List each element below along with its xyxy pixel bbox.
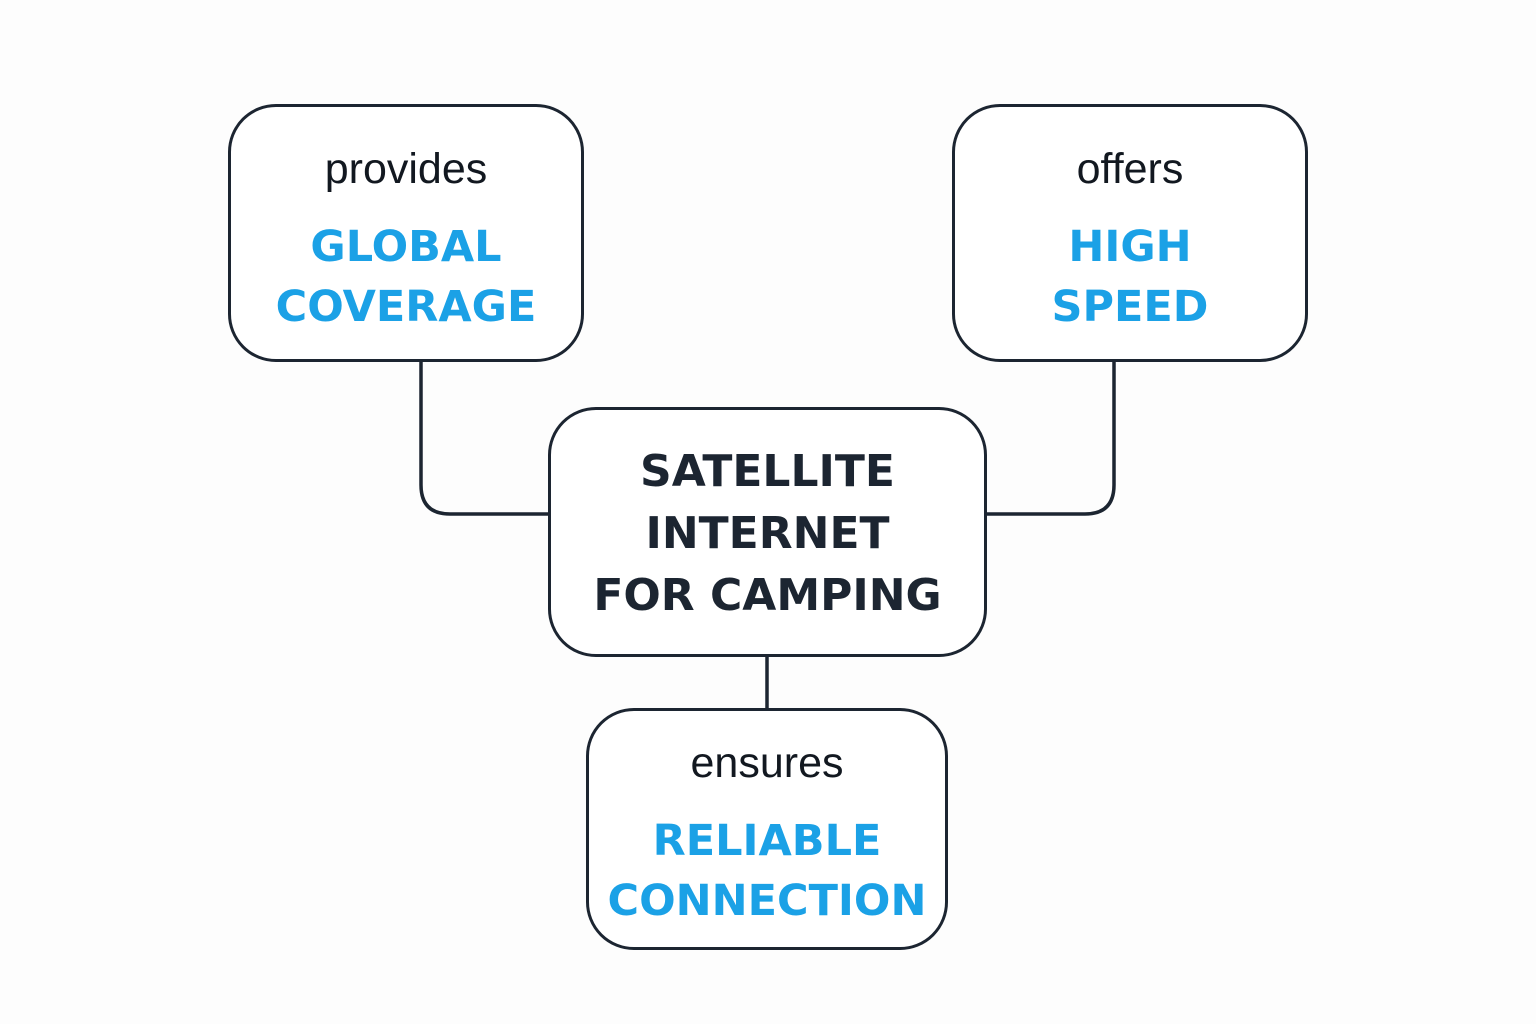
central-topic-label: SATELLITE INTERNET FOR CAMPING — [593, 446, 942, 621]
reliable-connection-label: RELIABLE CONNECTION — [607, 816, 927, 926]
global-coverage-verb: provides — [324, 145, 488, 193]
global-coverage-label: GLOBAL COVERAGE — [275, 222, 537, 332]
connector-global-coverage — [419, 362, 549, 516]
reliable-connection-verb: ensures — [690, 739, 844, 787]
high-speed-label: HIGH SPEED — [1051, 222, 1209, 332]
connector-high-speed — [986, 362, 1116, 516]
reliable-connection-node: ensures RELIABLE CONNECTION — [586, 708, 948, 950]
high-speed-node: offers HIGH SPEED — [952, 104, 1308, 362]
global-coverage-node: provides GLOBAL COVERAGE — [228, 104, 584, 362]
central-topic-node: SATELLITE INTERNET FOR CAMPING — [548, 407, 987, 657]
high-speed-verb: offers — [1076, 145, 1184, 193]
